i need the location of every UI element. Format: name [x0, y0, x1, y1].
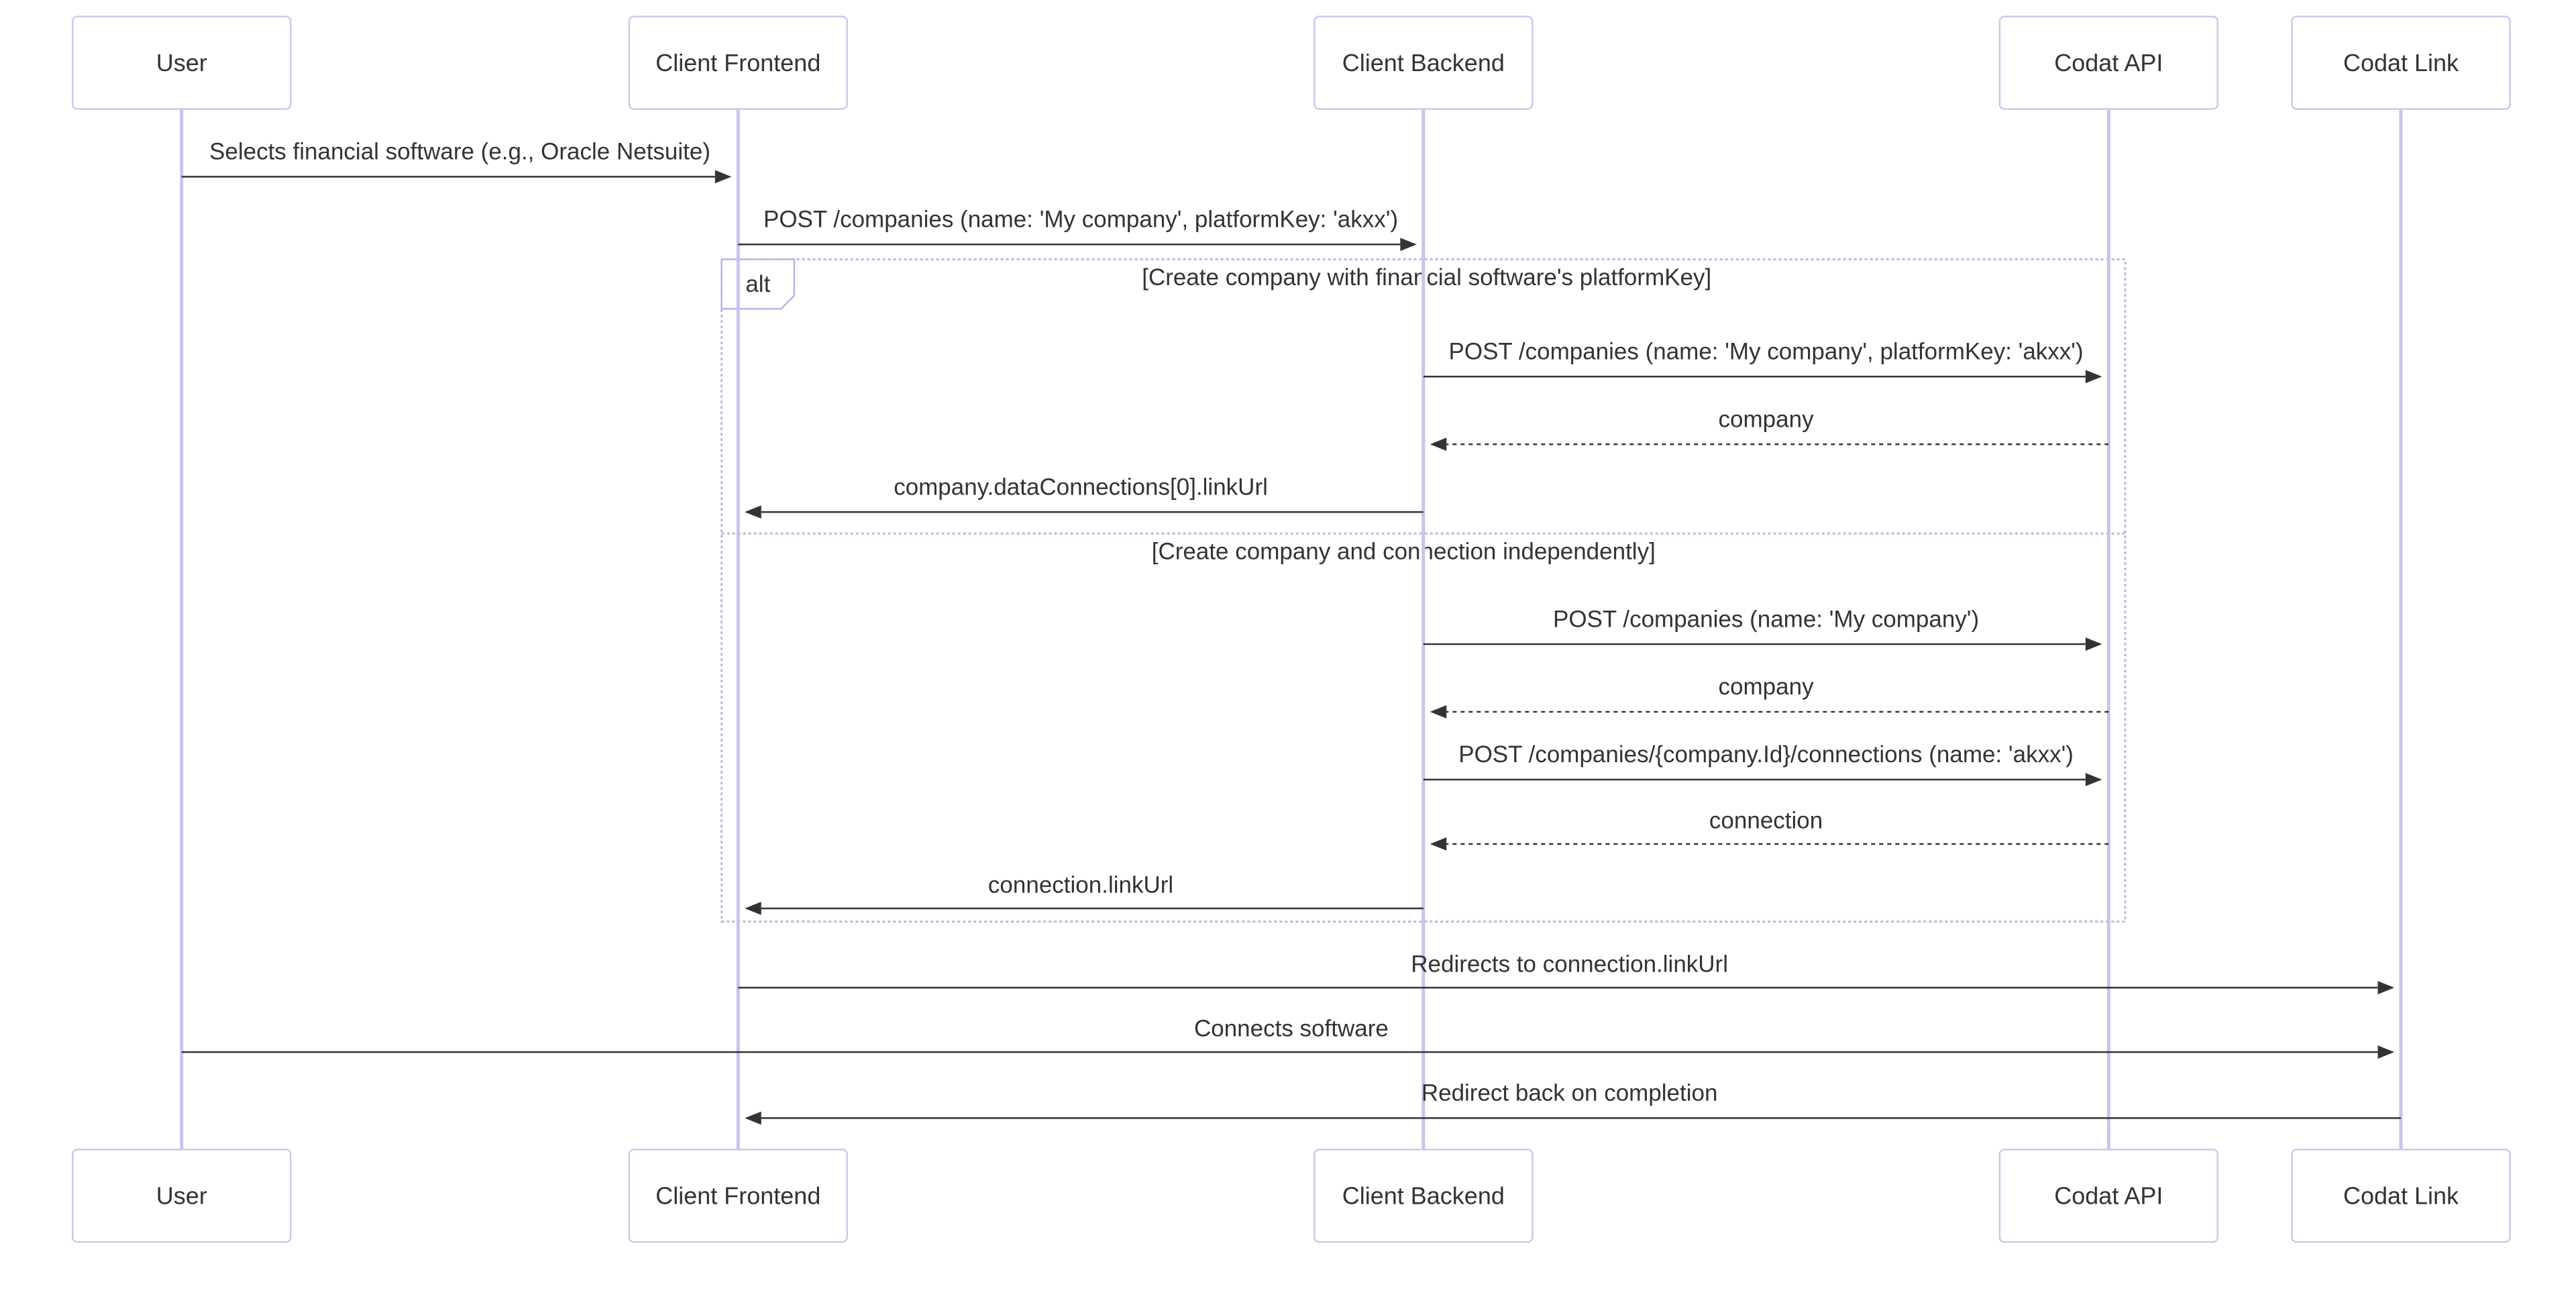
messages-layer: Selects financial software (e.g., Oracle…: [181, 139, 2402, 1125]
message-label: POST /companies (name: 'My company'): [1553, 606, 1979, 632]
actor-box: [2291, 1148, 2511, 1243]
actor-bottom-link: Codat Link: [2291, 1148, 2511, 1243]
actor-box: [1313, 1148, 1534, 1243]
message: Connects software: [181, 1016, 2395, 1059]
message-label: connection: [1709, 808, 1823, 834]
arrowhead: [1430, 437, 1447, 451]
alt-condition: [Create company with financial software'…: [1142, 264, 1711, 291]
message: company: [1430, 674, 2109, 719]
message-label: POST /companies/{company.Id}/connections…: [1458, 741, 2074, 768]
actor-box: [628, 1148, 848, 1243]
message-label: company: [1719, 406, 1815, 432]
actor-box: [72, 1148, 292, 1243]
actor-label: Codat API: [2054, 49, 2163, 76]
message: POST /companies (name: 'My company'): [1423, 606, 2102, 651]
actor-top-user: User: [72, 15, 292, 110]
message: Redirects to connection.linkUrl: [738, 951, 2395, 994]
arrowhead: [2377, 1045, 2395, 1059]
lifelines-layer: [180, 109, 2403, 1150]
message-label: Selects financial software (e.g., Oracle…: [209, 139, 710, 165]
message-label: connection.linkUrl: [988, 872, 1173, 898]
arrowhead: [2085, 772, 2102, 786]
actor-label: Client Frontend: [655, 49, 820, 76]
actor-label: Codat Link: [2343, 49, 2459, 76]
arrowhead: [2377, 981, 2395, 994]
arrowhead: [2085, 370, 2102, 384]
arrowhead: [1400, 238, 1417, 252]
actor-bottom-user: User: [72, 1148, 292, 1243]
actor-box: [1313, 15, 1534, 110]
arrowhead: [2085, 637, 2102, 651]
actor-label: Codat Link: [2343, 1182, 2459, 1210]
actor-top-frontend: Client Frontend: [628, 15, 848, 110]
actor-box: [2291, 15, 2511, 110]
message: connection.linkUrl: [745, 872, 1424, 915]
actor-bottom-api: Codat API: [1998, 1148, 2219, 1243]
actor-label: User: [156, 49, 207, 76]
actor-label: User: [156, 1182, 207, 1210]
actor-label: Codat API: [2054, 1182, 2163, 1210]
message: Selects financial software (e.g., Oracle…: [181, 139, 732, 184]
actor-label: Client Backend: [1342, 49, 1505, 76]
arrowhead: [1430, 837, 1447, 851]
arrowhead: [714, 170, 732, 184]
actor-bottom-frontend: Client Frontend: [628, 1148, 848, 1243]
actor-box: [1998, 15, 2219, 110]
alt-frame-layer: alt [Create company with financial softwa…: [720, 258, 2127, 923]
actor-top-backend: Client Backend: [1313, 15, 1534, 110]
actor-box: [628, 15, 848, 110]
message: company.dataConnections[0].linkUrl: [745, 474, 1424, 519]
arrowhead: [745, 1111, 761, 1125]
actor-top-api: Codat API: [1998, 15, 2219, 110]
message: Redirect back on completion: [745, 1080, 2402, 1125]
message-label: Connects software: [1194, 1016, 1389, 1042]
message-label: company: [1719, 674, 1815, 700]
actor-bottom-backend: Client Backend: [1313, 1148, 1534, 1243]
arrowhead: [745, 505, 761, 519]
actor-box: [72, 15, 292, 110]
alt-condition: [Create company and connection independe…: [1152, 539, 1656, 565]
actor-label: Client Backend: [1342, 1182, 1505, 1210]
arrowhead: [745, 901, 761, 915]
message-label: POST /companies (name: 'My company', pla…: [1449, 339, 2084, 365]
message-label: Redirects to connection.linkUrl: [1411, 951, 1728, 978]
message: company: [1430, 406, 2109, 451]
actor-box: [1998, 1148, 2219, 1243]
message: POST /companies (name: 'My company', pla…: [738, 207, 1417, 252]
message-label: POST /companies (name: 'My company', pla…: [763, 207, 1398, 233]
message-label: company.dataConnections[0].linkUrl: [894, 474, 1268, 500]
actor-top-link: Codat Link: [2291, 15, 2511, 110]
message: POST /companies/{company.Id}/connections…: [1423, 741, 2102, 786]
message: connection: [1430, 808, 2109, 851]
message: POST /companies (name: 'My company', pla…: [1423, 339, 2102, 384]
alt-label: alt: [745, 271, 770, 297]
actor-label: Client Frontend: [655, 1182, 820, 1210]
alt-frame: [720, 258, 2127, 923]
arrowhead: [1430, 705, 1447, 719]
message-label: Redirect back on completion: [1421, 1080, 1718, 1106]
